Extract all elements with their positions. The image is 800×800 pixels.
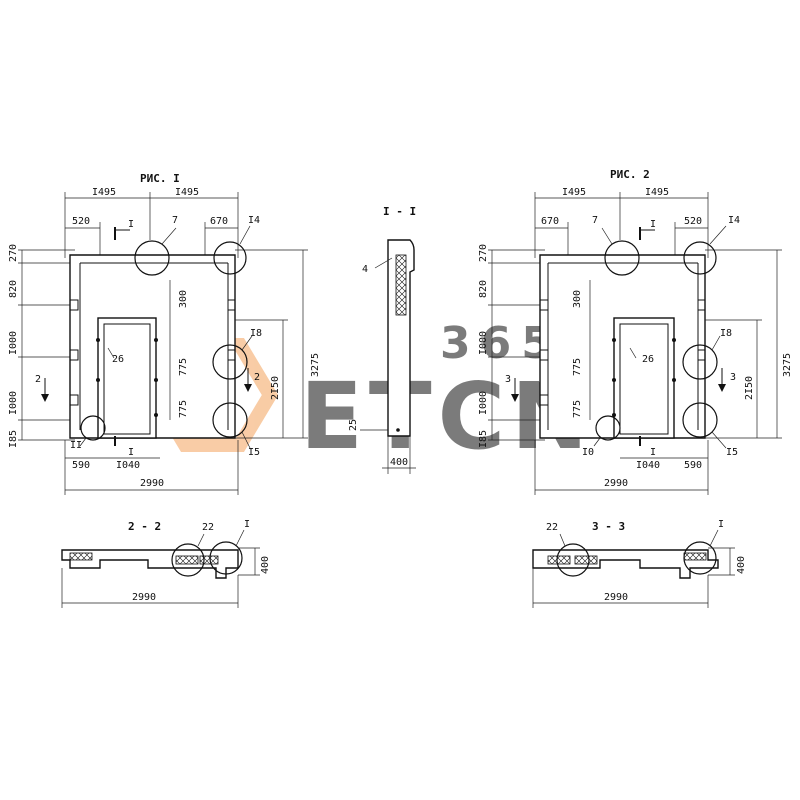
section33-callout-1: I xyxy=(718,519,724,530)
fig2-dim-1000b: I000 xyxy=(478,391,489,415)
fig2-dim-2150: 2I50 xyxy=(744,376,755,400)
fig1-callout-14: I4 xyxy=(248,215,260,226)
fig2-dim-top-right: I495 xyxy=(645,187,669,198)
fig2-section-mark-right: 3 xyxy=(730,372,736,383)
fig1-title: РИС. I xyxy=(140,172,180,185)
fig2-section-mark-top: I xyxy=(650,219,656,230)
fig1-dim-1000a: I000 xyxy=(8,331,19,355)
fig2-dim-820: 820 xyxy=(478,280,489,298)
fig2-dim-590: 590 xyxy=(684,460,702,471)
section-3-3: 3 - 3 22 I 400 2990 xyxy=(532,519,747,608)
fig1-dim-270: 270 xyxy=(8,244,19,262)
section22-dim-400: 400 xyxy=(260,556,271,574)
fig2-dim-520: 520 xyxy=(684,216,702,227)
fig2-callout-10: I0 xyxy=(582,447,594,458)
fig2-callout-15: I5 xyxy=(726,447,738,458)
section-2-2: 2 - 2 22 I 400 2990 xyxy=(61,519,271,608)
fig2-callout-7: 7 xyxy=(592,215,598,226)
fig2-title: РИС. 2 xyxy=(610,168,650,181)
fig1-section-mark-right: 2 xyxy=(254,372,260,383)
fig2-dim-185: I85 xyxy=(478,430,489,448)
fig2-section-mark-left: 3 xyxy=(505,374,511,385)
section22-callout-1: I xyxy=(244,519,250,530)
fig2-overall: 2990 xyxy=(604,478,628,489)
fig1-dim-1040: I040 xyxy=(116,460,140,471)
section33-callout-22: 22 xyxy=(546,522,558,533)
fig1-dim-670: 670 xyxy=(210,216,228,227)
section11-dim-400: 400 xyxy=(390,457,408,468)
section22-callout-22: 22 xyxy=(202,522,214,533)
fig1-callout-7: 7 xyxy=(172,215,178,226)
fig2-dim-300: 300 xyxy=(572,290,583,308)
fig1-section-mark-bottom: I xyxy=(128,447,134,458)
fig1-callout-18: I8 xyxy=(250,328,262,339)
fig1-dim-1000b: I000 xyxy=(8,391,19,415)
fig1-callout-26: 26 xyxy=(112,354,124,365)
fig2-dim-270: 270 xyxy=(478,244,489,262)
section33-dim-400: 400 xyxy=(736,556,747,574)
section11-title: I - I xyxy=(383,205,416,218)
fig2-dim-775a: 775 xyxy=(572,358,583,376)
figure-1: РИС. I I495 I495 520 670 270 820 I000 I0… xyxy=(8,172,321,495)
figure-2: РИС. 2 I495 I495 670 520 270 820 I000 I0… xyxy=(478,168,793,495)
section22-overall: 2990 xyxy=(132,592,156,603)
fig1-callout-11: II xyxy=(70,440,82,451)
fig1-callout-15: I5 xyxy=(248,447,260,458)
fig1-dim-520: 520 xyxy=(72,216,90,227)
section-1-1: I - I 4 25 400 xyxy=(348,205,416,474)
section33-overall: 2990 xyxy=(604,592,628,603)
fig1-dim-3275: 3275 xyxy=(310,353,321,377)
section22-title: 2 - 2 xyxy=(128,520,161,533)
watermark-number: 365 xyxy=(440,318,562,369)
section11-dim-25: 25 xyxy=(348,419,359,431)
fig1-dim-590: 590 xyxy=(72,460,90,471)
fig2-dim-775b: 775 xyxy=(572,400,583,418)
fig1-dim-775b: 775 xyxy=(178,400,189,418)
fig1-dim-300: 300 xyxy=(178,290,189,308)
fig2-dim-3275: 3275 xyxy=(782,353,793,377)
fig2-dim-1000a: I000 xyxy=(478,331,489,355)
fig1-dim-185: I85 xyxy=(8,430,19,448)
fig1-section-mark-left: 2 xyxy=(35,374,41,385)
fig1-dim-top-left: I495 xyxy=(92,187,116,198)
fig1-dim-2150: 2I50 xyxy=(270,376,281,400)
fig2-dim-1040: I040 xyxy=(636,460,660,471)
section11-callout-4: 4 xyxy=(362,264,368,275)
fig1-section-mark-top: I xyxy=(128,219,134,230)
fig2-dim-top-left: I495 xyxy=(562,187,586,198)
fig2-section-mark-bottom: I xyxy=(650,447,656,458)
fig1-dim-top-right: I495 xyxy=(175,187,199,198)
fig2-callout-18: I8 xyxy=(720,328,732,339)
fig1-overall: 2990 xyxy=(140,478,164,489)
fig2-callout-26: 26 xyxy=(642,354,654,365)
fig1-dim-820: 820 xyxy=(8,280,19,298)
fig1-dim-775a: 775 xyxy=(178,358,189,376)
fig2-callout-14: I4 xyxy=(728,215,740,226)
section33-title: 3 - 3 xyxy=(592,520,625,533)
fig2-dim-670: 670 xyxy=(541,216,559,227)
